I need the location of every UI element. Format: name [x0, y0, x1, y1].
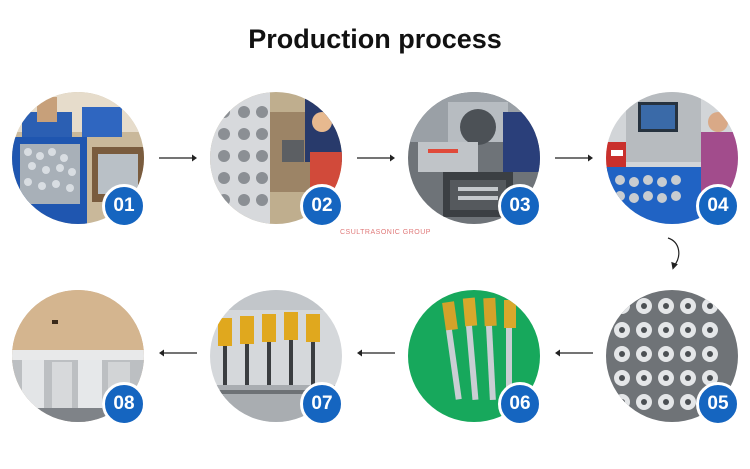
step-05: 05 [606, 290, 740, 426]
step-01: 01 [12, 92, 146, 228]
watermark-text: CSULTRASONIC GROUP [340, 229, 431, 236]
step-04-photo [606, 92, 738, 224]
arrow-right-icon [159, 154, 197, 162]
arrow-left-icon [357, 349, 395, 357]
step-number-badge: 04 [696, 184, 740, 228]
arrow-left-icon [159, 349, 197, 357]
step-number-badge: 06 [498, 382, 542, 426]
step-08: 08 [12, 290, 146, 426]
curved-arrow-down-icon [667, 237, 680, 270]
arrow-left-icon [555, 349, 593, 357]
step-number-badge: 07 [300, 382, 344, 426]
step-number-badge: 02 [300, 184, 344, 228]
step-06: 06 [408, 290, 542, 426]
step-number-badge: 03 [498, 184, 542, 228]
step-03: 03 [408, 92, 542, 228]
step-04: 04 [606, 92, 740, 228]
page-title: Production process [248, 24, 502, 54]
step-05-photo [606, 290, 738, 422]
step-number-badge: 05 [696, 382, 740, 426]
step-number-badge: 01 [102, 184, 146, 228]
step-number-badge: 08 [102, 382, 146, 426]
step-07: 07 [210, 290, 344, 426]
arrow-right-icon [555, 154, 593, 162]
step-02: 02 [210, 92, 344, 228]
arrow-right-icon [357, 154, 395, 162]
